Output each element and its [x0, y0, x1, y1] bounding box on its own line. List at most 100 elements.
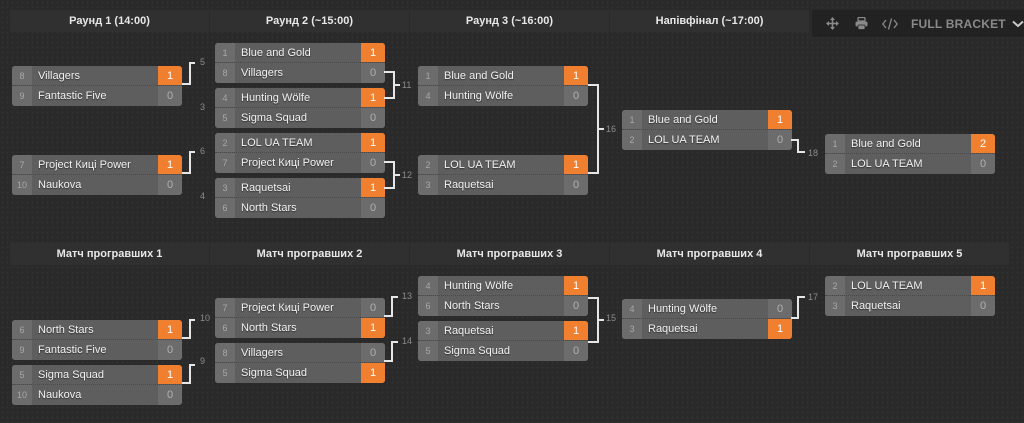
match-number: 12	[402, 170, 413, 180]
team-score: 0	[158, 385, 182, 405]
team-name: LOL UA TEAM	[241, 136, 313, 149]
team-slot[interactable]: 3 Raquetsai 1	[622, 318, 792, 339]
team-slot[interactable]: 3 Raquetsai 0	[825, 295, 995, 316]
team-seed: 3	[825, 296, 845, 316]
full-bracket-dropdown[interactable]: FULL BRACKET	[911, 16, 1006, 31]
round-header: Напівфінал (~17:00)	[610, 10, 810, 32]
bracket-toolbar: FULL BRACKET	[812, 10, 1024, 37]
chevron-down-icon[interactable]	[1012, 20, 1024, 28]
team-seed: 5	[418, 341, 438, 361]
team-score: 0	[564, 175, 588, 195]
team-name: LOL UA TEAM	[851, 158, 923, 170]
team-score: 0	[971, 296, 995, 316]
move-icon[interactable]	[822, 15, 842, 33]
team-score: 0	[158, 86, 182, 106]
team-score: 1	[768, 319, 792, 339]
team-seed: 2	[622, 130, 642, 150]
team-name: Blue and Gold	[648, 113, 718, 126]
team-name: Raquetsai	[851, 300, 901, 312]
team-score: 1	[564, 155, 588, 174]
match-number: 17	[808, 292, 819, 302]
team-score: 0	[564, 341, 588, 361]
team-seed: 5	[215, 108, 235, 128]
connector-line	[182, 364, 195, 384]
team-seed: 4	[418, 276, 438, 295]
team-score: 0	[361, 343, 385, 362]
connector-line	[588, 297, 604, 343]
team-name: Fantastic Five	[38, 90, 107, 102]
connector-line	[791, 139, 805, 153]
team-name: Blue and Gold	[241, 46, 311, 59]
team-score: 0	[564, 296, 588, 316]
team-score: 2	[971, 134, 995, 153]
team-name: Hunting Wölfe	[241, 91, 311, 104]
team-seed: 3	[622, 319, 642, 339]
team-score: 0	[158, 175, 182, 195]
team-seed: 1	[215, 43, 235, 62]
round-header: Раунд 3 (~16:00)	[410, 10, 610, 32]
team-name: Raquetsai	[648, 323, 698, 335]
team-name: North Stars	[444, 300, 500, 312]
upper-round-headers: Раунд 1 (14:00) Раунд 2 (~15:00) Раунд 3…	[10, 10, 1014, 32]
embed-code-icon[interactable]	[880, 15, 900, 33]
connector-line	[384, 161, 400, 189]
team-name: Blue and Gold	[444, 69, 514, 82]
print-icon[interactable]	[851, 15, 871, 33]
team-score: 0	[361, 298, 385, 317]
team-score: 1	[768, 110, 792, 129]
team-seed: 8	[215, 343, 235, 362]
